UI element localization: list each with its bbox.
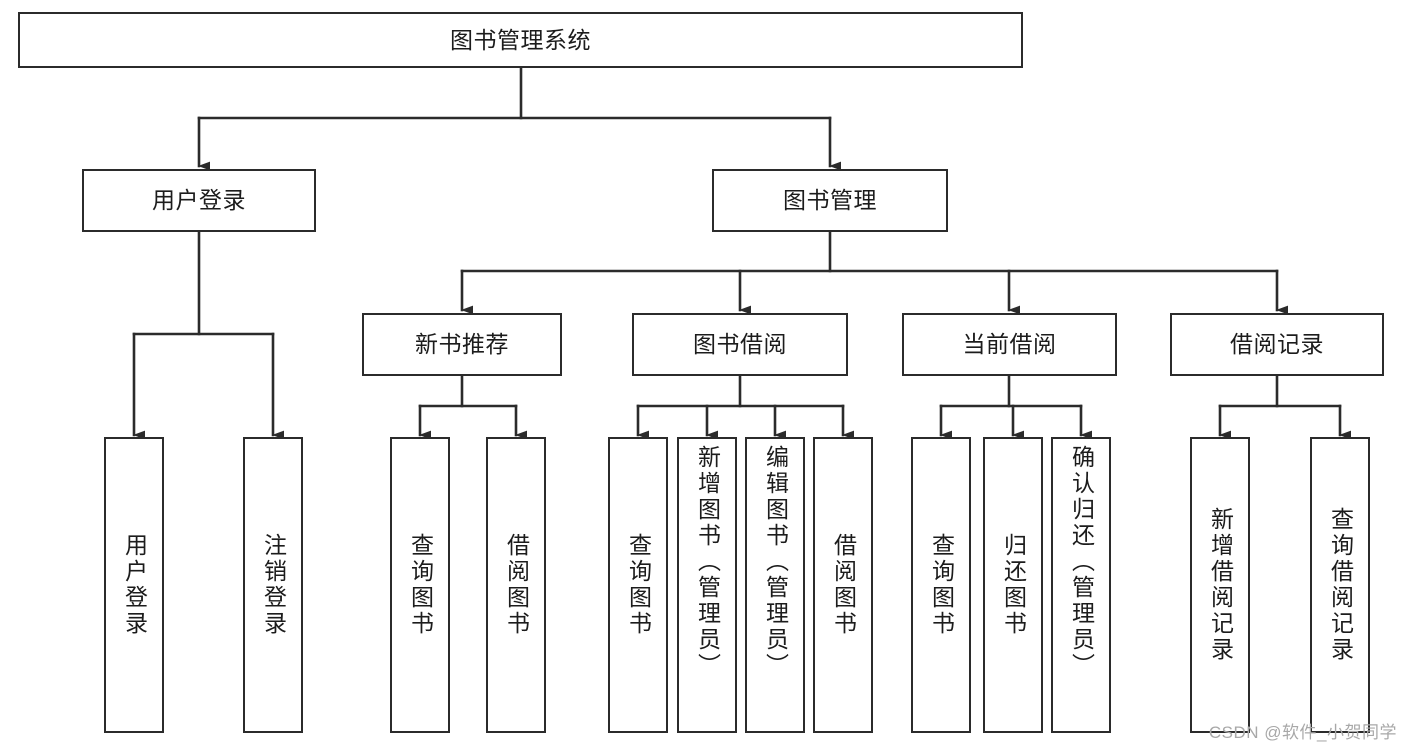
leaf-node-12: 查询借阅记录 bbox=[1310, 437, 1370, 733]
leaf-node-5: 新增图书（管理员） bbox=[677, 437, 737, 733]
level3-node-3: 借阅记录 bbox=[1170, 313, 1384, 376]
node-label: 当前借阅 bbox=[962, 331, 1057, 358]
leaf-node-11: 新增借阅记录 bbox=[1190, 437, 1250, 733]
leaf-node-4: 查询图书 bbox=[608, 437, 668, 733]
node-label: 图书借阅 bbox=[693, 331, 787, 358]
node-label: 借阅记录 bbox=[1230, 331, 1324, 358]
leaf-node-0: 用户登录 bbox=[104, 437, 164, 733]
leaf-node-9: 归还图书 bbox=[983, 437, 1043, 733]
leaf-node-2: 查询图书 bbox=[390, 437, 450, 733]
node-label: 图书管理 bbox=[783, 187, 877, 214]
node-label: 注销登录 bbox=[260, 533, 287, 637]
root-node-0: 图书管理系统 bbox=[18, 12, 1023, 68]
node-label: 归还图书 bbox=[1000, 533, 1027, 637]
node-label: 查询借阅记录 bbox=[1327, 507, 1354, 663]
level2-node-0: 用户登录 bbox=[82, 169, 316, 232]
leaf-node-10: 确认归还（管理员） bbox=[1051, 437, 1111, 733]
level3-node-1: 图书借阅 bbox=[632, 313, 848, 376]
node-label: 确认归还（管理员） bbox=[1068, 445, 1095, 679]
node-label: 借阅图书 bbox=[830, 533, 857, 637]
watermark-text: CSDN @软件_小贺同学 bbox=[1208, 723, 1397, 742]
node-label: 新增图书（管理员） bbox=[694, 445, 721, 679]
leaf-node-7: 借阅图书 bbox=[813, 437, 873, 733]
node-label: 新增借阅记录 bbox=[1207, 507, 1234, 663]
node-label: 借阅图书 bbox=[503, 533, 530, 637]
leaf-node-3: 借阅图书 bbox=[486, 437, 546, 733]
node-label: 查询图书 bbox=[625, 533, 652, 637]
node-label: 查询图书 bbox=[407, 533, 434, 637]
node-label: 用户登录 bbox=[152, 187, 246, 214]
level3-node-0: 新书推荐 bbox=[362, 313, 562, 376]
leaf-node-6: 编辑图书（管理员） bbox=[745, 437, 805, 733]
leaf-node-8: 查询图书 bbox=[911, 437, 971, 733]
leaf-node-1: 注销登录 bbox=[243, 437, 303, 733]
node-label: 查询图书 bbox=[928, 533, 955, 637]
node-label: 用户登录 bbox=[121, 533, 148, 637]
level3-node-2: 当前借阅 bbox=[902, 313, 1117, 376]
node-label: 图书管理系统 bbox=[450, 26, 591, 53]
level2-node-1: 图书管理 bbox=[712, 169, 948, 232]
node-label: 新书推荐 bbox=[415, 331, 509, 358]
node-label: 编辑图书（管理员） bbox=[762, 445, 789, 679]
